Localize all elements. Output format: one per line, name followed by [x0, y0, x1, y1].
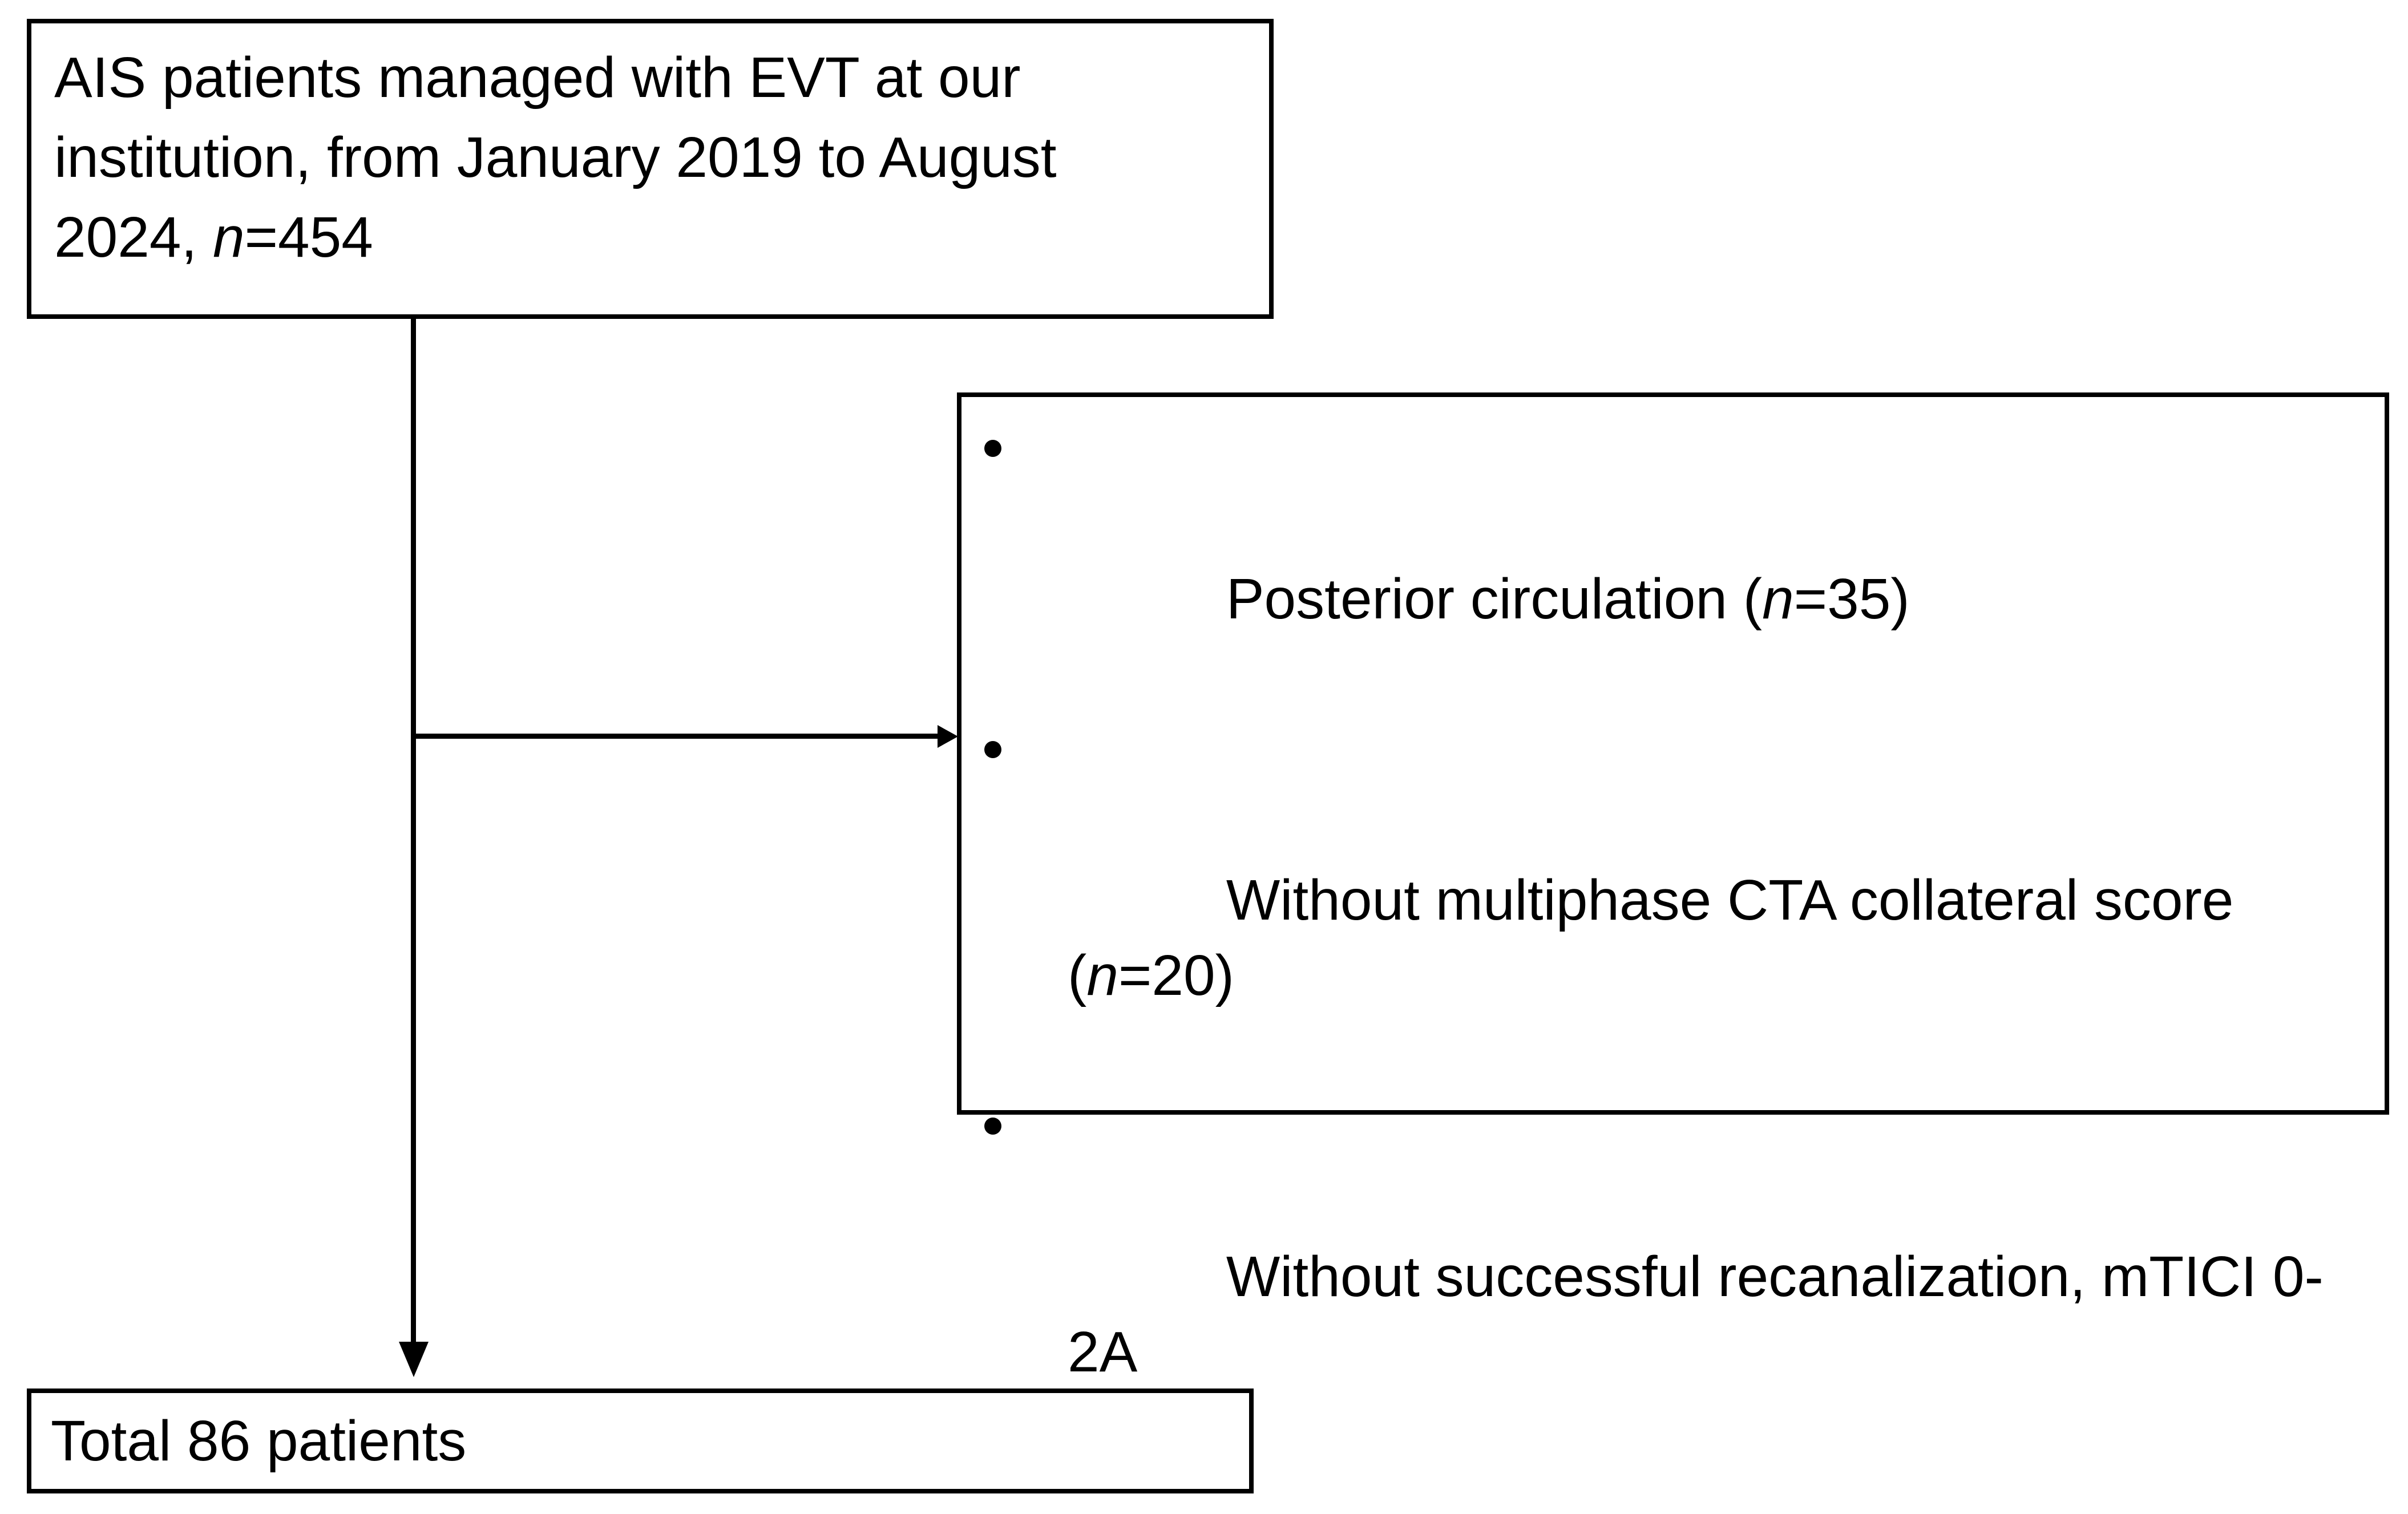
bullet-dot-icon — [984, 1118, 1001, 1135]
exclusion-item-text: Without successful recanalization, mTICI… — [1068, 1245, 2324, 1459]
vertical-connector-line — [411, 315, 416, 1342]
arrowhead-right-icon — [938, 725, 958, 748]
exclusion-criteria-box: Posterior circulation (n=35) Without mul… — [957, 392, 2389, 1459]
arrowhead-down-icon — [399, 1342, 429, 1377]
result-total-text: Total 86 patients — [51, 1408, 467, 1473]
bullet-dot-icon — [984, 741, 1001, 758]
result-total-box: Total 86 patients — [27, 1388, 1254, 1493]
exclusion-item-text: Posterior circulation (n=35) — [1226, 567, 1910, 631]
exclusion-list-item: Without multiphase CTA collateral score … — [984, 712, 2367, 1088]
bullet-dot-icon — [984, 440, 1001, 457]
exclusion-item-text: Without multiphase CTA collateral score … — [1068, 868, 2250, 1007]
source-population-box: AIS patients managed with EVT at our ins… — [27, 19, 1274, 319]
horizontal-branch-line — [414, 734, 938, 739]
source-population-text: AIS patients managed with EVT at our ins… — [54, 46, 1057, 269]
exclusion-list-item: Posterior circulation (n=35) — [984, 411, 2367, 712]
exclusion-criteria-list: Posterior circulation (n=35) Without mul… — [961, 397, 2385, 1514]
